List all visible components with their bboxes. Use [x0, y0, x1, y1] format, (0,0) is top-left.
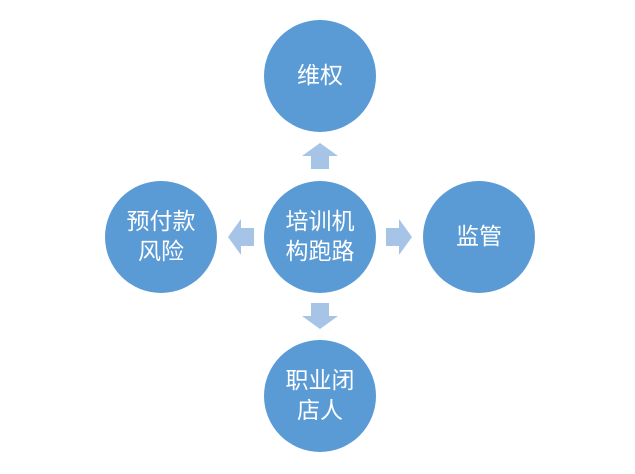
node-right-label: 监管: [456, 224, 502, 250]
node-bottom-professional-closer: 职业闭 店人: [264, 340, 376, 452]
node-left-prepayment-risk: 预付款 风险: [105, 181, 217, 293]
node-center-label: 培训机 构跑路: [285, 209, 355, 265]
arrow-left-icon: [228, 219, 254, 255]
arrow-up-icon: [302, 143, 338, 169]
node-left-label: 预付款 风险: [126, 209, 196, 265]
node-center-institution-flight: 培训机 构跑路: [264, 181, 376, 293]
node-right-supervision: 监管: [423, 181, 535, 293]
arrow-right-icon: [386, 219, 412, 255]
node-top-label: 维权: [297, 63, 343, 89]
node-top-rights: 维权: [264, 20, 376, 132]
arrow-down-icon: [302, 303, 338, 329]
node-bottom-label: 职业闭 店人: [285, 368, 355, 424]
